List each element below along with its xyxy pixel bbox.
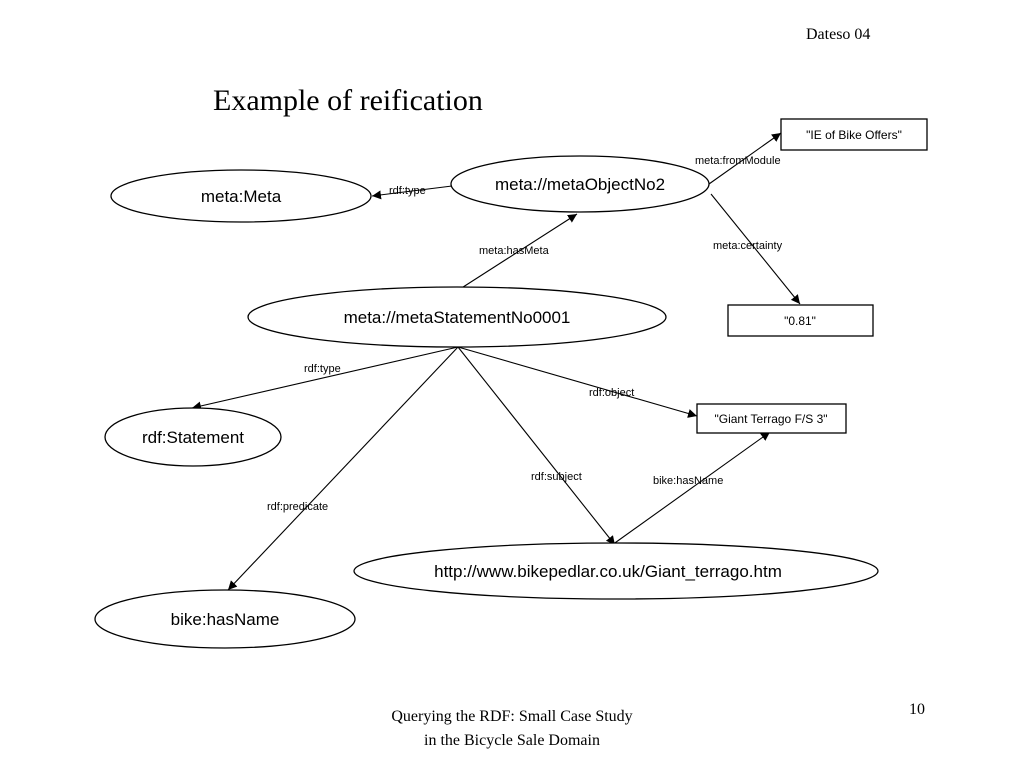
node-rdf-statement: rdf:Statement — [104, 407, 282, 467]
node-giant-terrago: "Giant Terrago F/S 3" — [696, 403, 847, 434]
node-label-certainty-value: "0.81" — [784, 314, 816, 328]
edge-rdf-predicate: rdf:predicate — [227, 346, 459, 591]
edge-label-certainty: meta:certainty — [713, 240, 783, 252]
node-bike-url: http://www.bikepedlar.co.uk/Giant_terrag… — [353, 542, 879, 600]
edge-from-module: meta:fromModule — [695, 132, 782, 185]
edge-rdf-object: rdf:object — [457, 346, 698, 418]
slide-title: Example of reification — [213, 84, 483, 117]
edge-bike-hasname: bike:hasName — [611, 431, 771, 546]
node-label-meta-statement: meta://metaStatementNo0001 — [344, 308, 571, 327]
edge-label-rdf-object: rdf:object — [589, 387, 634, 399]
node-label-bike-url: http://www.bikepedlar.co.uk/Giant_terrag… — [434, 562, 782, 581]
node-label-meta-object: meta://metaObjectNo2 — [495, 175, 665, 194]
edge-certainty: meta:certainty — [710, 193, 801, 305]
footer-line-1: Querying the RDF: Small Case Study — [391, 708, 633, 725]
node-label-bike-hasname: bike:hasName — [171, 610, 280, 629]
node-label-meta-meta: meta:Meta — [201, 187, 282, 206]
node-meta-object: meta://metaObjectNo2 — [450, 155, 710, 213]
edge-rdf-type-object-meta: rdf:type — [371, 185, 453, 200]
edge-label-rdf-predicate: rdf:predicate — [267, 501, 328, 513]
node-certainty-value: "0.81" — [727, 304, 874, 337]
edge-rdf-type-statement: rdf:type — [191, 346, 459, 411]
edge-label-rdf-type-2: rdf:type — [304, 363, 341, 375]
edge-label-bike-hasname: bike:hasName — [653, 475, 723, 487]
node-label-ie-offers: "IE of Bike Offers" — [806, 128, 902, 142]
edge-rdf-subject: rdf:subject — [457, 346, 616, 546]
edge-label-rdf-type-1: rdf:type — [389, 185, 426, 197]
edge-label-from-module: meta:fromModule — [695, 155, 781, 167]
header-right-text: Dateso 04 — [806, 26, 871, 43]
page-number: 10 — [909, 701, 925, 718]
edge-label-rdf-subject: rdf:subject — [531, 471, 582, 483]
node-ie-offers: "IE of Bike Offers" — [780, 118, 928, 151]
node-label-giant-terrago: "Giant Terrago F/S 3" — [714, 412, 827, 426]
footer-line-2: in the Bicycle Sale Domain — [424, 732, 600, 749]
node-meta-statement: meta://metaStatementNo0001 — [247, 286, 667, 348]
edge-label-has-meta: meta:hasMeta — [479, 245, 550, 257]
node-label-rdf-statement: rdf:Statement — [142, 428, 244, 447]
edge-has-meta: meta:hasMeta — [459, 213, 578, 290]
node-bike-hasname: bike:hasName — [94, 589, 356, 649]
node-meta-meta: meta:Meta — [110, 169, 372, 223]
